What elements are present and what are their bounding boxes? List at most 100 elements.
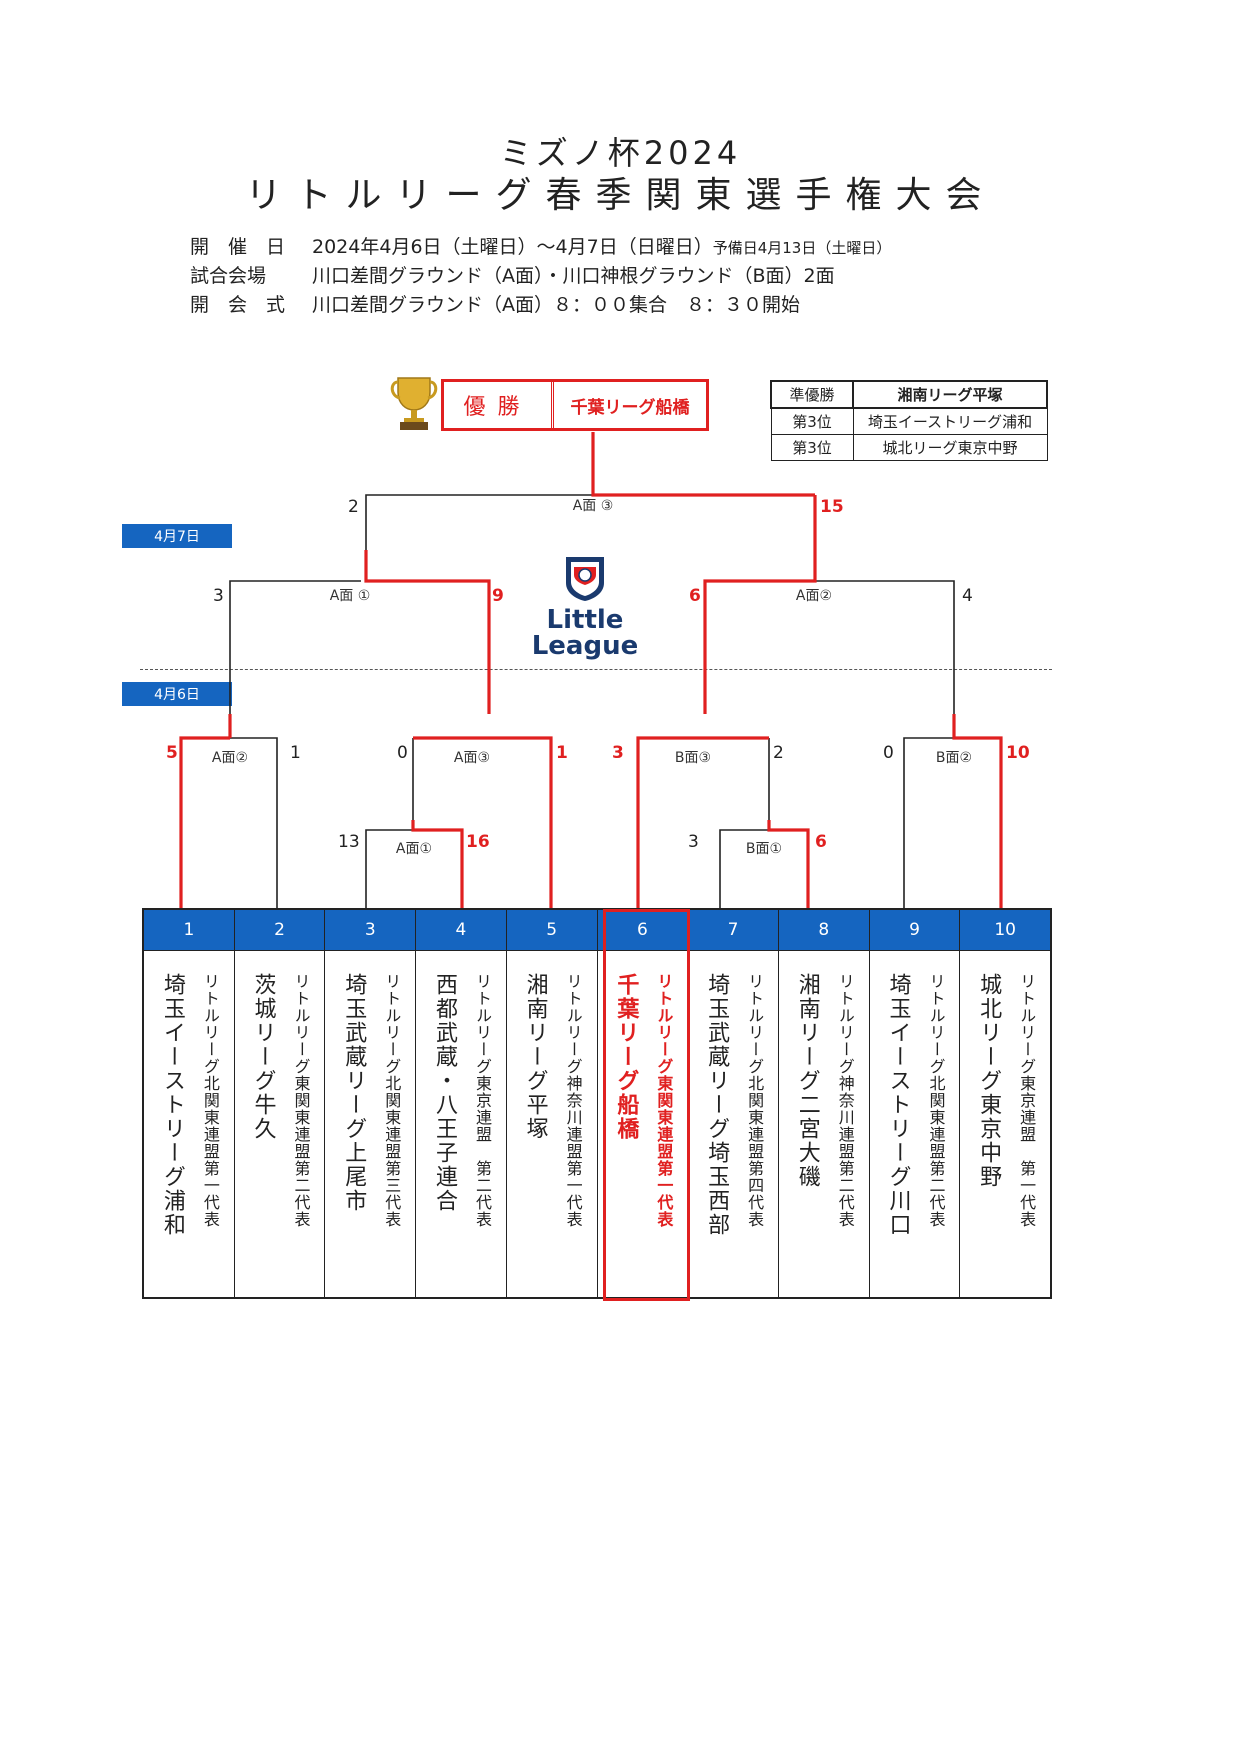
info-venue: 試合会場川口差間グラウンド（A面）・川口神根グラウンド（B面）2面 — [190, 261, 835, 288]
team-number: 3 — [325, 910, 416, 951]
score-q4-left: 0 — [883, 743, 894, 763]
info-label: 開 催 日 — [190, 236, 286, 258]
team-name: 埼玉イーストリーグ浦和 — [159, 973, 185, 1237]
info-label: 開 会 式 — [190, 294, 286, 316]
table-row: 準優勝 湘南リーグ平塚 — [770, 380, 1048, 409]
team-name: 千葉リーグ船橋 — [613, 973, 639, 1141]
court-q3: B面③ — [674, 750, 712, 766]
team-number: 8 — [778, 910, 869, 951]
table-row: 第3位 城北リーグ東京中野 — [770, 434, 1048, 461]
team-name: 城北リーグ東京中野 — [976, 973, 1002, 1189]
team-league: リトルリーグ東関東連盟第一代表 — [654, 973, 674, 1228]
team-column-4: 4 リトルリーグ東京連盟 第二代表西都武蔵・八王子連合 — [416, 910, 507, 1297]
score-q2-right: 1 — [556, 743, 568, 763]
rank-cell: 第3位 — [770, 434, 854, 461]
court-semi-right: A面② — [795, 588, 833, 604]
team-league: リトルリーグ神奈川連盟第二代表 — [835, 973, 855, 1228]
score-q1-right: 1 — [290, 743, 301, 763]
champion-box: 優勝 千葉リーグ船橋 — [441, 379, 709, 431]
rank-cell: 第3位 — [770, 407, 854, 435]
court-r1-right: B面① — [745, 841, 783, 857]
info-dates: 開 催 日 2024年4月6日（土曜日）～4月7日（日曜日）予備日4月13日（土曜… — [190, 232, 891, 259]
team-number: 9 — [869, 910, 960, 951]
team-league: リトルリーグ北関東連盟第四代表 — [745, 973, 765, 1228]
court-r1-left: A面① — [395, 841, 433, 857]
team-number: 2 — [234, 910, 325, 951]
info-extra: 予備日4月13日（土曜日） — [712, 239, 892, 257]
team-number: 1 — [144, 910, 234, 951]
score-q2-left: 0 — [397, 743, 408, 763]
event-title: リトルリーグ春季関東選手権大会 — [245, 175, 996, 216]
team-league: リトルリーグ北関東連盟第三代表 — [382, 973, 402, 1228]
team-name: 湘南リーグ二宮大磯 — [794, 973, 820, 1189]
score-r1l-right: 16 — [466, 832, 490, 852]
score-q4-right: 10 — [1006, 743, 1030, 763]
court-semi-left: A面 ① — [329, 588, 371, 604]
team-column-6: 6 リトルリーグ東関東連盟第一代表千葉リーグ船橋 — [597, 910, 689, 1297]
score-r1r-right: 6 — [815, 832, 827, 852]
team-column-2: 2 リトルリーグ東関東連盟第二代表茨城リーグ牛久 — [234, 910, 326, 1297]
event-subtitle: ミズノ杯2024 — [499, 134, 742, 172]
team-column-10: 10 リトルリーグ東京連盟 第一代表城北リーグ東京中野 — [960, 910, 1051, 1297]
score-q3-left: 3 — [612, 743, 624, 763]
team-number: 7 — [688, 910, 778, 951]
team-column-9: 9 リトルリーグ北関東連盟第二代表埼玉イーストリーグ川口 — [869, 910, 961, 1297]
logo-emblem-icon — [566, 557, 604, 601]
results-table: 準優勝 湘南リーグ平塚 第3位 埼玉イーストリーグ浦和 第3位 城北リーグ東京中… — [770, 380, 1048, 461]
date-label-day1: 4月6日 — [122, 682, 232, 706]
team-cell: 埼玉イーストリーグ浦和 — [852, 407, 1048, 435]
teams-table: 1 リトルリーグ北関東連盟第一代表埼玉イーストリーグ浦和 2 リトルリーグ東関東… — [142, 908, 1052, 1299]
team-name: 湘南リーグ平塚 — [522, 973, 548, 1141]
info-text: 2024年4月6日（土曜日）～4月7日（日曜日） — [312, 236, 713, 258]
info-text: 川口差間グラウンド（A面）８：００集合 ８：３０開始 — [312, 294, 800, 316]
date-label-day2: 4月7日 — [122, 524, 232, 548]
team-league: リトルリーグ東京連盟 第二代表 — [472, 973, 492, 1228]
trophy-icon — [390, 374, 438, 436]
team-column-1: 1 リトルリーグ北関東連盟第一代表埼玉イーストリーグ浦和 — [144, 910, 235, 1297]
team-cell: 城北リーグ東京中野 — [852, 434, 1048, 461]
team-name: 西都武蔵・八王子連合 — [431, 973, 457, 1213]
logo-text-line2: League — [531, 631, 639, 661]
little-league-logo: Little League — [530, 553, 640, 659]
score-final-right: 15 — [820, 497, 844, 517]
team-name: 埼玉武蔵リーグ埼玉西部 — [704, 973, 730, 1237]
day-divider — [140, 669, 1052, 670]
score-semi-l-right: 9 — [492, 586, 504, 606]
team-league: リトルリーグ北関東連盟第二代表 — [926, 973, 946, 1228]
court-q1: A面② — [211, 750, 249, 766]
score-r1l-left: 13 — [338, 832, 360, 852]
team-league: リトルリーグ東京連盟 第一代表 — [1017, 973, 1037, 1228]
rank-cell: 準優勝 — [770, 380, 854, 409]
champion-label: 優勝 — [444, 382, 554, 428]
score-semi-r-right: 4 — [962, 586, 973, 606]
score-semi-l-left: 3 — [213, 586, 224, 606]
score-final-left: 2 — [348, 497, 359, 517]
score-semi-r-left: 6 — [689, 586, 701, 606]
team-name: 埼玉イーストリーグ川口 — [885, 973, 911, 1237]
team-column-8: 8 リトルリーグ神奈川連盟第二代表湘南リーグ二宮大磯 — [778, 910, 870, 1297]
score-q3-right: 2 — [773, 743, 784, 763]
info-ceremony: 開 会 式 川口差間グラウンド（A面）８：００集合 ８：３０開始 — [190, 290, 800, 317]
info-label: 試合会場 — [190, 265, 267, 287]
champion-team: 千葉リーグ船橋 — [570, 397, 690, 418]
court-q2: A面③ — [453, 750, 491, 766]
team-column-5: 5 リトルリーグ神奈川連盟第一代表湘南リーグ平塚 — [506, 910, 598, 1297]
court-q4: B面② — [935, 750, 973, 766]
team-league: リトルリーグ神奈川連盟第一代表 — [563, 973, 583, 1228]
team-column-3: 3 リトルリーグ北関東連盟第三代表埼玉武蔵リーグ上尾市 — [325, 910, 417, 1297]
court-final: A面 ③ — [572, 498, 614, 514]
team-number: 10 — [960, 910, 1051, 951]
team-name: 茨城リーグ牛久 — [250, 973, 276, 1141]
team-number: 4 — [416, 910, 506, 951]
table-row: 第3位 埼玉イーストリーグ浦和 — [770, 407, 1048, 435]
team-league: リトルリーグ北関東連盟第一代表 — [200, 973, 220, 1228]
team-number: 6 — [597, 910, 688, 951]
team-column-7: 7 リトルリーグ北関東連盟第四代表埼玉武蔵リーグ埼玉西部 — [688, 910, 779, 1297]
team-name: 埼玉武蔵リーグ上尾市 — [341, 973, 367, 1213]
logo-text-line1: Little — [546, 605, 624, 635]
team-league: リトルリーグ東関東連盟第二代表 — [291, 973, 311, 1228]
team-cell: 湘南リーグ平塚 — [852, 380, 1048, 409]
team-number: 5 — [506, 910, 597, 951]
score-r1r-left: 3 — [688, 832, 699, 852]
